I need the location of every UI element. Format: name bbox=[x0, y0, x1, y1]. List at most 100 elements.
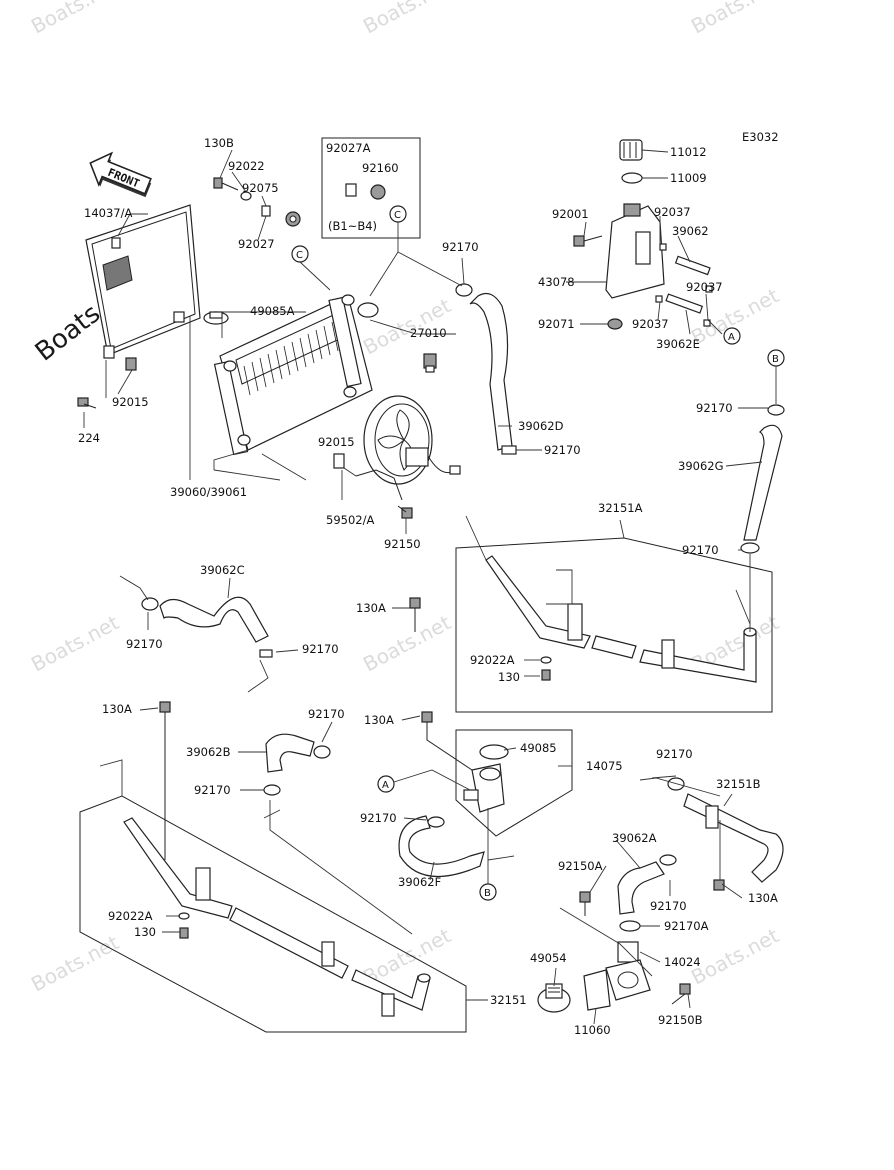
marker-c-box: C bbox=[389, 205, 407, 223]
label-92150A: 92150A bbox=[558, 859, 603, 873]
marker-c-upper: C bbox=[291, 245, 309, 263]
thermostat-cover-14024 bbox=[605, 941, 651, 1001]
part-labels: 130B 92022 92075 92027 92027A 92160 1403… bbox=[78, 136, 778, 1037]
label-49085A: 49085A bbox=[250, 304, 295, 318]
box-range-label: (B1~B4) bbox=[328, 219, 377, 233]
clip-92015-fan bbox=[333, 453, 345, 469]
bolt-130-upper bbox=[541, 669, 551, 681]
watermark: Boats.net bbox=[687, 0, 783, 38]
front-arrow: FRONT bbox=[89, 151, 152, 198]
grommet-92160 bbox=[370, 184, 386, 200]
label-39062E: 39062E bbox=[656, 337, 700, 351]
label-14075: 14075 bbox=[586, 759, 623, 773]
hose-39062A bbox=[617, 861, 665, 915]
svg-text:B: B bbox=[772, 354, 779, 365]
label-92022A-upper: 92022A bbox=[470, 653, 515, 667]
label-92170-c-left: 92170 bbox=[126, 637, 163, 651]
clamp-92170-b-top bbox=[313, 745, 331, 759]
radiator-screen bbox=[85, 204, 201, 359]
bolt-92150A bbox=[579, 891, 591, 916]
svg-text:B: B bbox=[484, 888, 491, 899]
watermark: Boats.net bbox=[27, 610, 123, 676]
hose-39062B bbox=[265, 733, 315, 773]
label-92170-g-bottom: 92170 bbox=[682, 543, 719, 557]
label-92170-c-right: 92170 bbox=[302, 642, 339, 656]
label-11009: 11009 bbox=[670, 171, 707, 185]
label-43078: 43078 bbox=[538, 275, 575, 289]
label-11060: 11060 bbox=[574, 1023, 611, 1037]
collar-92027 bbox=[261, 205, 271, 217]
label-92037-bottom: 92037 bbox=[632, 317, 669, 331]
label-130-upper: 130 bbox=[498, 670, 520, 684]
water-pipe-14075 bbox=[463, 744, 509, 813]
label-92160: 92160 bbox=[362, 161, 399, 175]
clamp-92170-f bbox=[427, 816, 445, 828]
label-92027: 92027 bbox=[238, 237, 275, 251]
label-39062D: 39062D bbox=[518, 419, 564, 433]
label-92001: 92001 bbox=[552, 207, 589, 221]
clamp-92170-g-top bbox=[767, 404, 785, 416]
label-49054: 49054 bbox=[530, 951, 567, 965]
clamp-92170-b-left bbox=[263, 784, 281, 796]
label-39062G: 39062G bbox=[678, 459, 724, 473]
clip-92015-left bbox=[125, 357, 137, 371]
label-27010: 27010 bbox=[410, 326, 447, 340]
bolt-130A-lower-left bbox=[159, 701, 171, 860]
label-39062A: 39062A bbox=[612, 831, 657, 845]
label-92015-left: 92015 bbox=[112, 395, 149, 409]
label-14037A: 14037/A bbox=[84, 206, 132, 220]
bolt-130A-housing bbox=[421, 711, 473, 771]
label-92170-f: 92170 bbox=[360, 811, 397, 825]
label-92170-b-left: 92170 bbox=[194, 783, 231, 797]
label-32151: 32151 bbox=[490, 993, 527, 1007]
svg-text:C: C bbox=[296, 250, 303, 261]
label-92037-right: 92037 bbox=[686, 280, 723, 294]
diagram-code: E3032 bbox=[742, 130, 779, 144]
label-92022A-lower: 92022A bbox=[108, 909, 153, 923]
pipe-32151B bbox=[683, 793, 784, 883]
label-130A-housing: 130A bbox=[364, 713, 394, 727]
hose-39062G bbox=[743, 424, 783, 541]
clamp-92170A bbox=[619, 920, 641, 932]
label-92150B: 92150B bbox=[658, 1013, 703, 1027]
label-92170-g-top: 92170 bbox=[696, 401, 733, 415]
watermark: Boats.net bbox=[359, 610, 455, 676]
clamp-92170-c-left bbox=[141, 597, 159, 611]
callout-box-b1-b4 bbox=[321, 137, 421, 239]
label-92022: 92022 bbox=[228, 159, 265, 173]
label-130B: 130B bbox=[204, 136, 234, 150]
label-39062C: 39062C bbox=[200, 563, 245, 577]
label-92170-a: 92170 bbox=[650, 899, 687, 913]
label-130A-lower-left: 130A bbox=[102, 702, 132, 716]
fan-switch-27010 bbox=[423, 353, 437, 373]
bolt-92001 bbox=[573, 235, 603, 247]
bolt-224 bbox=[77, 397, 97, 409]
watermark: Boats.net bbox=[27, 0, 123, 38]
label-49085: 49085 bbox=[520, 741, 557, 755]
label-92037-top: 92037 bbox=[654, 205, 691, 219]
watermark: Boats.net bbox=[27, 930, 123, 996]
washer-92022A-lower bbox=[178, 912, 190, 920]
washer-92022A-upper bbox=[540, 656, 552, 664]
marker-b-housing: B bbox=[479, 883, 497, 901]
hose-39062C bbox=[159, 596, 269, 643]
marker-a-housing: A bbox=[377, 775, 395, 793]
pipe-32151 bbox=[123, 817, 431, 1017]
label-39062: 39062 bbox=[672, 224, 709, 238]
label-130-lower: 130 bbox=[134, 925, 156, 939]
hose-39062D bbox=[469, 293, 513, 451]
svg-text:C: C bbox=[394, 210, 401, 221]
reservoir-tank-43078 bbox=[605, 203, 665, 299]
watermark: Boats.net bbox=[687, 923, 783, 989]
callout-frame-32151A bbox=[455, 537, 773, 713]
cap-seal-11009 bbox=[621, 172, 643, 184]
label-130A-upper: 130A bbox=[356, 601, 386, 615]
grommet-92075 bbox=[285, 211, 301, 227]
label-92170-upper: 92170 bbox=[442, 240, 479, 254]
radiator bbox=[213, 294, 379, 456]
bolt-130B bbox=[213, 177, 239, 191]
hose-39062 bbox=[674, 255, 711, 276]
label-92027A: 92027A bbox=[326, 141, 371, 155]
clamp-92170-lower bbox=[501, 445, 517, 455]
